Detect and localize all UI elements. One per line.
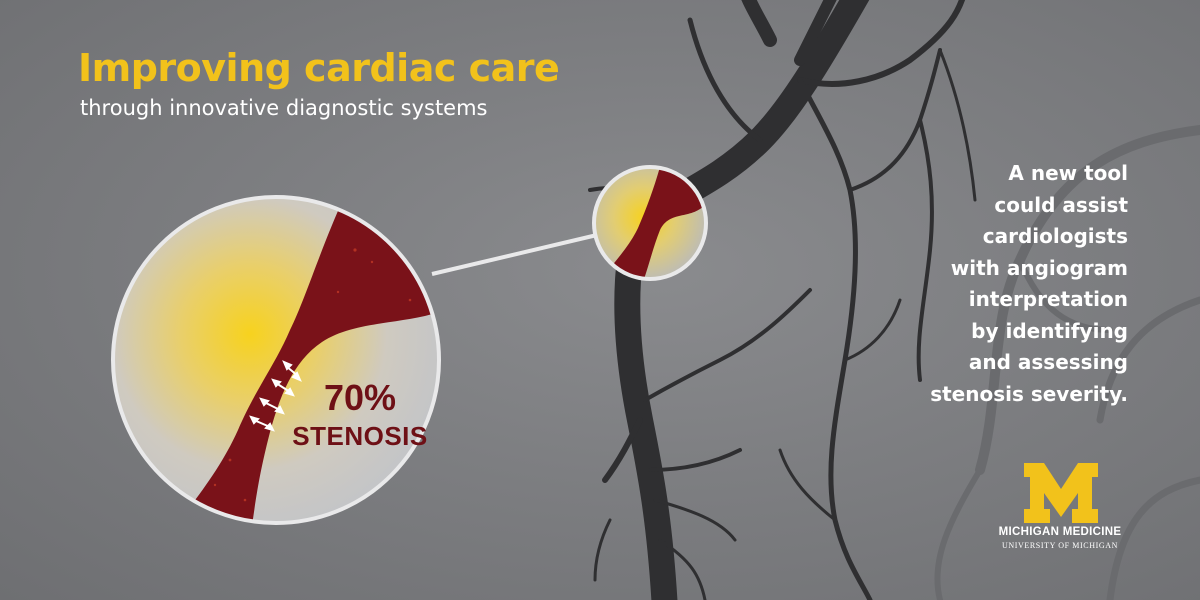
- description-line: A new tool: [1008, 161, 1128, 185]
- description-line: by identifying: [971, 318, 1128, 343]
- magnified-circle: [111, 195, 441, 525]
- block-m-logo-icon: [1024, 463, 1098, 523]
- small-inset-circle: [592, 165, 708, 281]
- background-vessels: [934, 125, 1200, 600]
- description-line: cardiologists: [982, 224, 1128, 248]
- subheadline: through innovative diagnostic systems: [80, 96, 488, 120]
- stenosis-label: STENOSIS: [292, 421, 428, 451]
- description-line: could assist: [994, 192, 1128, 217]
- description-line: interpretation: [968, 287, 1128, 311]
- headline: Improving cardiac care: [78, 46, 560, 90]
- logo-subtitle: UNIVERSITY OF MICHIGAN: [1001, 541, 1118, 550]
- description-text: A new tool could assist cardiologists wi…: [808, 158, 1128, 410]
- description-line: with angiogram: [950, 255, 1128, 280]
- stenosis-percent: 70%: [323, 377, 397, 418]
- logo-wordmark: MICHIGAN MEDICINE: [998, 526, 1122, 538]
- description-line: and assessing: [968, 350, 1128, 374]
- description-line: stenosis severity.: [930, 381, 1128, 406]
- zoom-connector-line: [431, 233, 598, 276]
- narrowing-arrows: [249, 360, 302, 432]
